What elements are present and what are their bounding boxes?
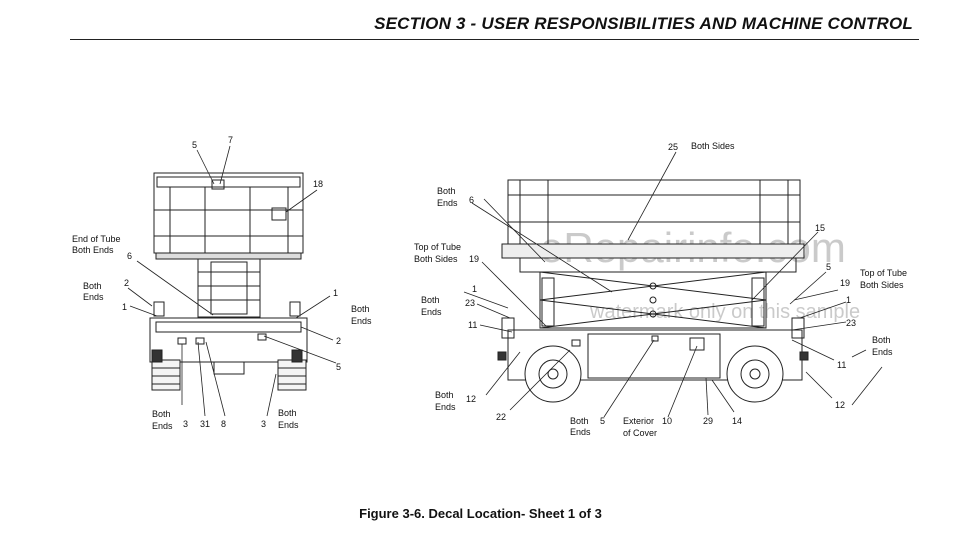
callout-19: 19 [840,278,850,288]
side-view-machine [497,179,809,403]
callout-29: 29 [703,416,713,426]
callout-3: 3 [261,419,266,429]
callout-8: 8 [221,419,226,429]
callout-12: 12 [466,394,476,404]
callout-5: 5 [336,362,341,372]
label-both-ends: Ends [435,402,456,412]
side-view-labels: 25 Both Sides Both Ends 6 Top of Tube Bo… [414,141,907,438]
label-both-ends: Ends [152,421,173,431]
label-both-ends: Ends [83,292,104,302]
callout-1: 1 [122,302,127,312]
callout-19: 19 [469,254,479,264]
watermark-sub: watermark only on this sample [589,301,860,323]
section-title: SECTION 3 - USER RESPONSIBILITIES AND MA… [374,14,913,33]
label-both-ends: Both [421,295,440,305]
callout-1: 1 [472,284,477,294]
callout-11: 11 [468,320,477,330]
callout-10: 10 [662,416,672,426]
label-top-of-tube: Both Sides [414,254,458,264]
callout-15: 15 [815,223,825,233]
callout-5: 5 [600,416,605,426]
label-end-of-tube: End of Tube [72,234,121,244]
callout-11: 11 [837,360,846,370]
callout-1: 1 [333,288,338,298]
end-view-leaders [127,145,337,417]
callout-5: 5 [192,140,197,150]
callout-14: 14 [732,416,742,426]
callout-6: 6 [469,195,474,205]
label-top-of-tube: Top of Tube [860,268,907,278]
callout-12: 12 [835,400,845,410]
label-both-ends: Both [278,408,297,418]
label-both-ends: Both [570,416,589,426]
label-both-ends: Both [351,304,370,314]
side-view-leaders [463,151,883,418]
end-view-machine [149,172,308,391]
figure-caption: Figure 3-6. Decal Location- Sheet 1 of 3 [359,506,602,521]
label-top-of-tube: Both Sides [860,280,904,290]
label-both-ends: Ends [570,427,591,437]
label-both-ends: Ends [278,420,299,430]
label-both-ends: Both [435,390,454,400]
callout-22: 22 [496,412,506,422]
label-end-of-tube-both-ends: Both Ends [72,245,114,255]
callout-31: 31 [200,419,210,429]
label-both-ends: Both [152,409,171,419]
label-top-of-tube: Top of Tube [414,242,461,252]
callout-6: 6 [127,251,132,261]
callout-23: 23 [465,298,475,308]
header-rule [70,39,919,40]
label-both-ends: Both [83,281,102,291]
label-both-ends: Both [437,186,456,196]
callout-1: 1 [846,295,851,305]
callout-23: 23 [846,318,856,328]
label-both-ends: Ends [421,307,442,317]
callout-2: 2 [124,278,129,288]
label-both-sides: Both Sides [691,141,735,151]
label-both-ends: Ends [437,198,458,208]
label-exterior-of-cover: of Cover [623,428,657,438]
callout-7: 7 [228,135,233,145]
end-view-labels: 5 7 18 End of Tube Both Ends 6 Both Ends… [72,135,372,431]
callout-18: 18 [313,179,323,189]
callout-2: 2 [336,336,341,346]
callout-3: 3 [183,419,188,429]
label-both-ends: Both [872,335,891,345]
callout-5: 5 [826,262,831,272]
label-both-ends: Ends [351,316,372,326]
callout-25: 25 [668,142,678,152]
label-both-ends: Ends [872,347,893,357]
label-exterior-of-cover: Exterior [623,416,654,426]
